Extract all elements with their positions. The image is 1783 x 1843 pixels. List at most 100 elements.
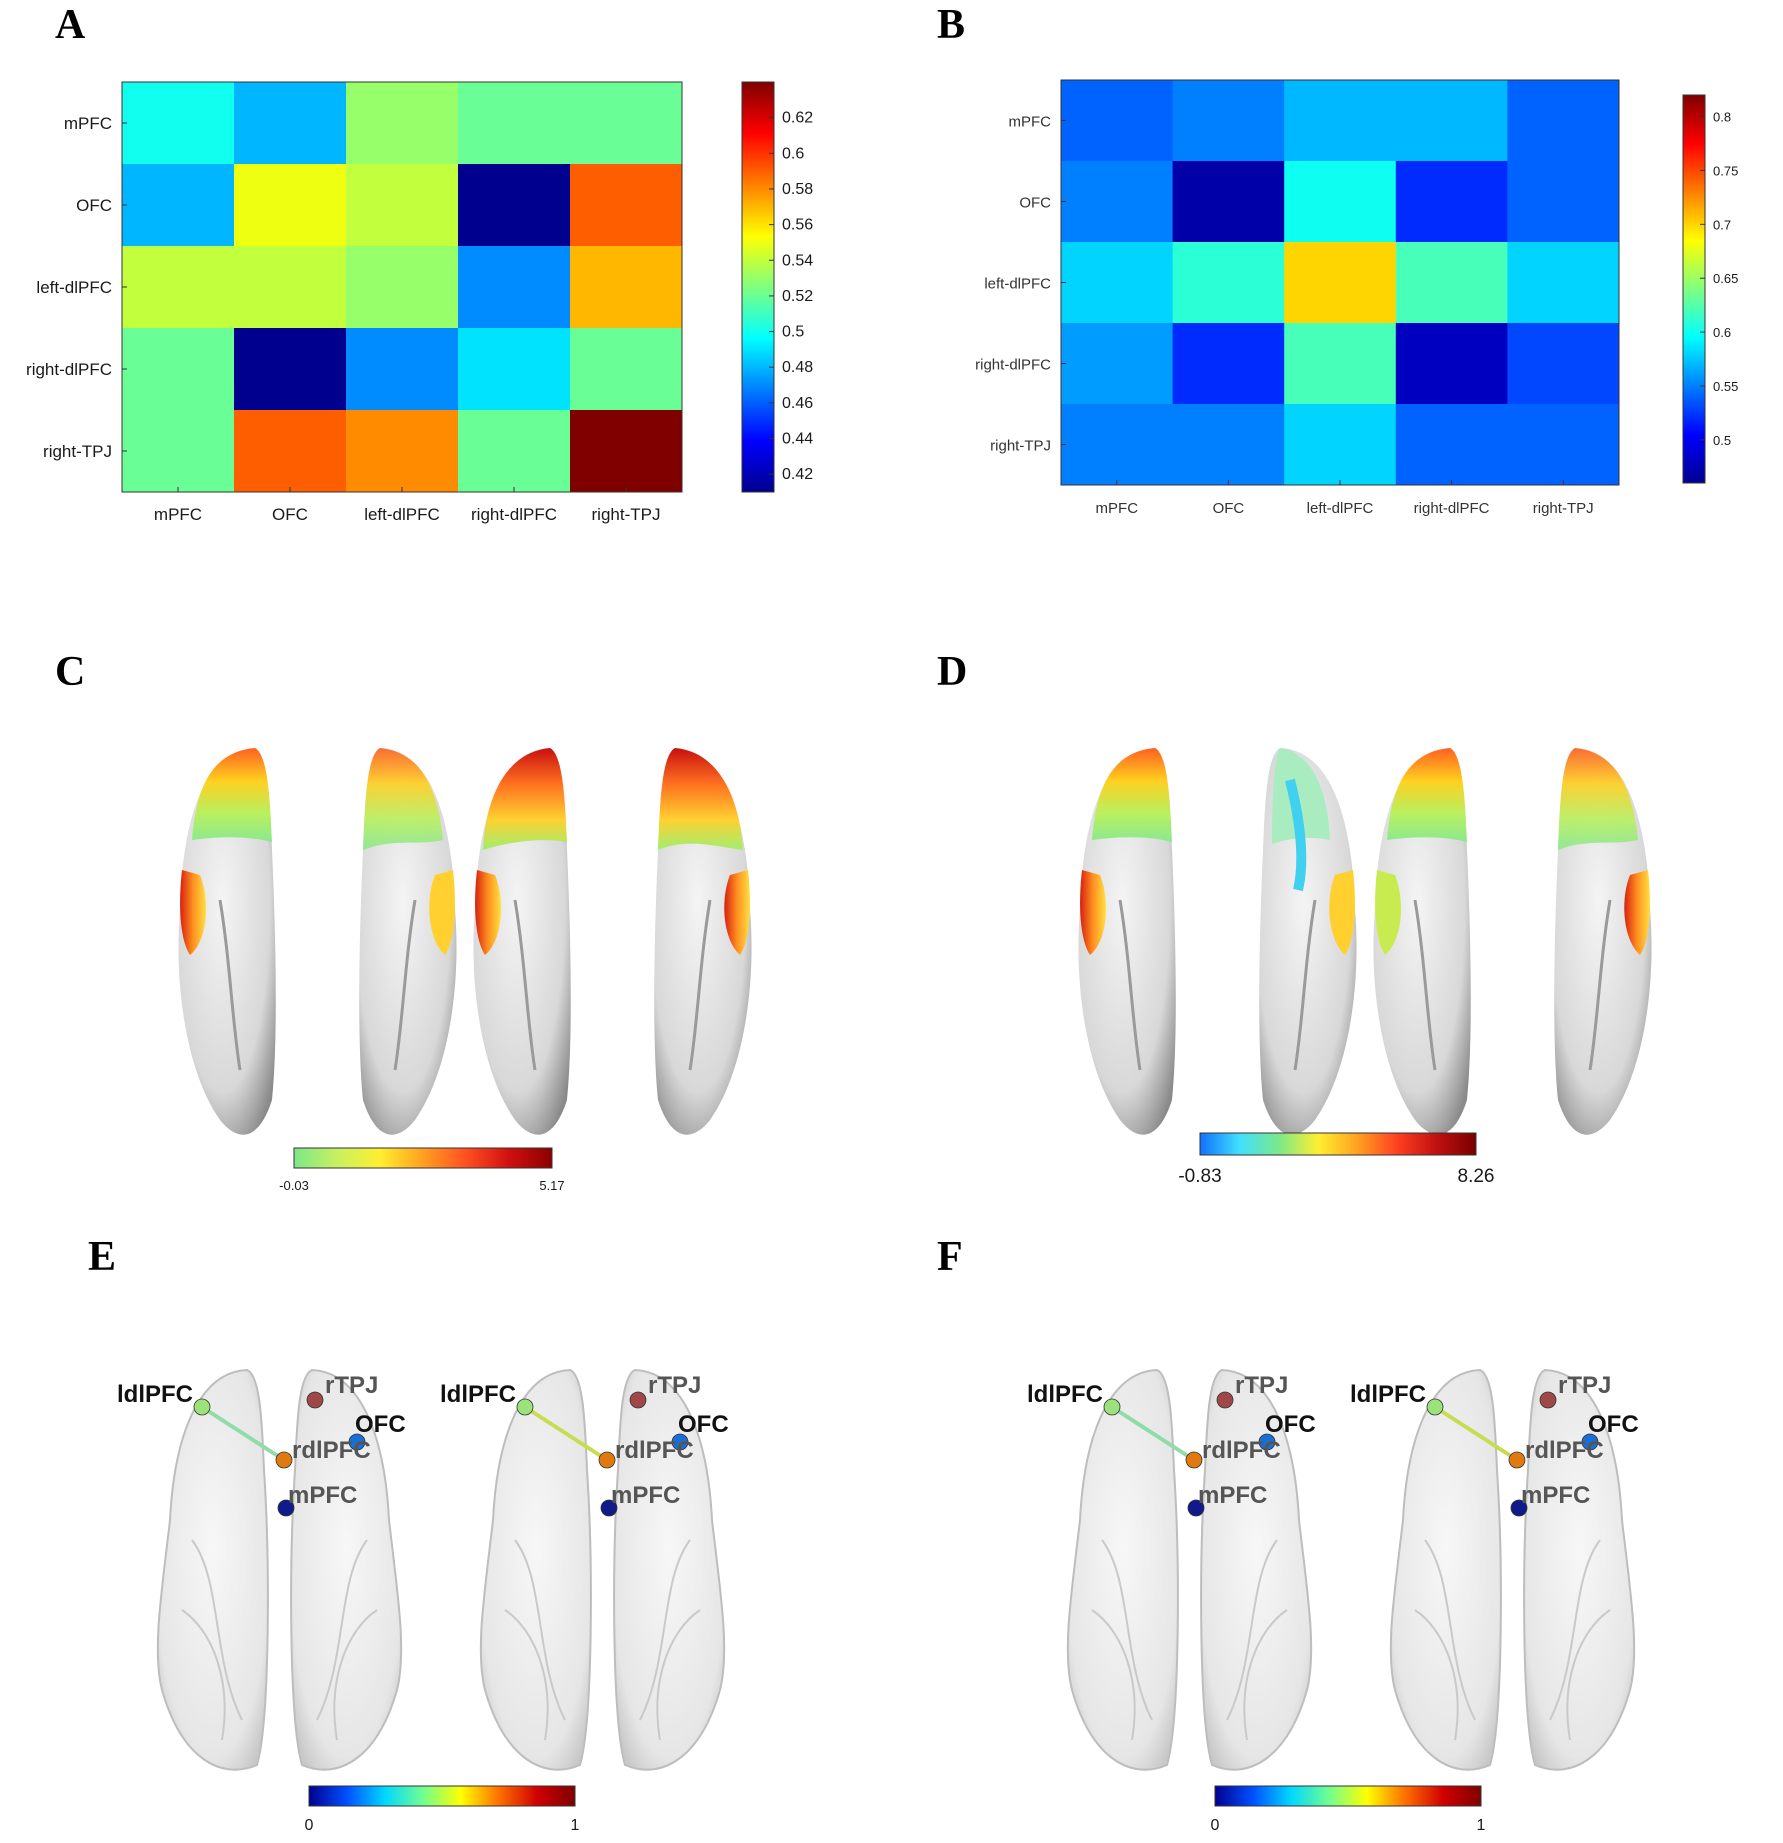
- network-node-rtpj: [1216, 1391, 1234, 1409]
- heatmap-cell: [346, 82, 459, 165]
- colorbar-tick-label: 0.7: [1713, 217, 1731, 232]
- network-node-mpfc: [277, 1499, 295, 1517]
- network-node-mpfc: [1510, 1499, 1528, 1517]
- heatmap-a: mPFCOFCleft-dlPFCright-dlPFCright-TPJmPF…: [26, 81, 683, 524]
- glass-sulcus: [639, 1539, 691, 1721]
- heatmap-cell: [458, 246, 571, 329]
- colorbar-tick-label: 0.75: [1713, 163, 1738, 178]
- row-tick-label: OFC: [1019, 195, 1051, 212]
- network-node-mpfc: [1187, 1499, 1205, 1517]
- colorbar-tick-label: 0.54: [782, 252, 813, 269]
- glass-sulcus: [1414, 1609, 1459, 1741]
- network-node-label: OFC: [1265, 1411, 1316, 1438]
- colorbar-gradient: [741, 81, 775, 493]
- network-node-label: rdlPFC: [1202, 1437, 1281, 1464]
- glass-hemisphere-left: [1066, 1368, 1179, 1771]
- network-node-rdlpfc: [598, 1451, 616, 1469]
- colorbar-d-min: -0.83: [1178, 1166, 1221, 1187]
- glass-hemisphere-right: [613, 1368, 726, 1771]
- colorbar-f-min: 0: [1211, 1817, 1220, 1834]
- col-tick-label: mPFC: [1096, 500, 1139, 517]
- heatmap-cell: [1172, 404, 1285, 486]
- network-node-label: OFC: [1588, 1411, 1639, 1438]
- heatmap-cell: [1507, 80, 1620, 162]
- heatmap-cell: [1395, 80, 1508, 162]
- heatmap-cell: [570, 410, 683, 493]
- row-tick-label: mPFC: [1009, 114, 1052, 131]
- network-node-label: mPFC: [611, 1482, 680, 1509]
- network-node-mpfc: [600, 1499, 618, 1517]
- network-node-label: ldlPFC: [117, 1381, 193, 1408]
- row-tick-label: right-TPJ: [43, 442, 112, 461]
- network-node-ldlpfc: [516, 1398, 534, 1416]
- row-tick-label: right-dlPFC: [975, 357, 1051, 374]
- network-node-label: mPFC: [288, 1482, 357, 1509]
- heatmap-cell: [234, 82, 347, 165]
- heatmap-cell: [1507, 242, 1620, 324]
- colorbar-tick-label: 0.8: [1713, 110, 1731, 125]
- col-tick-label: right-dlPFC: [1414, 500, 1490, 517]
- heatmap-cell: [1395, 323, 1508, 405]
- colorbar-tick-label: 0.56: [782, 217, 813, 234]
- network-edge: [200, 1405, 286, 1462]
- network-node-label: rdlPFC: [292, 1437, 371, 1464]
- heatmap-cell: [1061, 323, 1174, 405]
- network-edge: [1110, 1405, 1196, 1462]
- heatmap-cell: [570, 164, 683, 247]
- heatmap-cell: [1172, 242, 1285, 324]
- heatmap-cell: [122, 82, 235, 165]
- network-node-ofc: [1581, 1433, 1599, 1451]
- col-tick-label: right-TPJ: [592, 505, 661, 524]
- heatmap-cell: [1284, 404, 1397, 486]
- heatmap-cell: [458, 164, 571, 247]
- row-tick-label: left-dlPFC: [984, 276, 1051, 293]
- colorbar-tick-label: 0.42: [782, 466, 813, 483]
- colorbar-e-max: 1: [571, 1817, 580, 1834]
- brain-render-d-left: [1078, 748, 1357, 1135]
- network-node-ldlpfc: [1426, 1398, 1444, 1416]
- glass-sulcus: [1091, 1609, 1136, 1741]
- network-node-rtpj: [629, 1391, 647, 1409]
- row-tick-label: right-dlPFC: [26, 360, 112, 379]
- heatmap-cell: [1507, 404, 1620, 486]
- colorbar-tick-label: 0.6: [1713, 325, 1731, 340]
- heatmap-cell: [122, 410, 235, 493]
- colorbar-tick-label: 0.58: [782, 181, 813, 198]
- network-node-ofc: [1258, 1433, 1276, 1451]
- network-node-ofc: [348, 1433, 366, 1451]
- colorbar-c: -0.03 5.17: [279, 1147, 565, 1193]
- network-node-ldlpfc: [1103, 1398, 1121, 1416]
- glass-hemisphere-right: [1200, 1368, 1313, 1771]
- col-tick-label: OFC: [1213, 500, 1245, 517]
- heatmap-cell: [1061, 404, 1174, 486]
- heatmap-cell: [458, 328, 571, 411]
- heatmap-cell: [1507, 323, 1620, 405]
- heatmap-cell: [1284, 323, 1397, 405]
- col-tick-label: right-dlPFC: [471, 505, 557, 524]
- heatmap-cell: [1395, 242, 1508, 324]
- network-node-ldlpfc: [193, 1398, 211, 1416]
- colorbar-tick-label: 0.46: [782, 395, 813, 412]
- glass-sulcus: [504, 1609, 549, 1741]
- colorbar-tick-label: 0.48: [782, 359, 813, 376]
- row-tick-label: right-TPJ: [990, 438, 1051, 455]
- heatmap-cell: [1395, 161, 1508, 243]
- glass-sulcus: [181, 1609, 226, 1741]
- network-node-label: mPFC: [1521, 1482, 1590, 1509]
- glass-hemisphere-left: [156, 1368, 269, 1771]
- colorbar-e-min: 0: [305, 1817, 314, 1834]
- col-tick-label: left-dlPFC: [364, 505, 440, 524]
- row-tick-label: mPFC: [64, 114, 112, 133]
- network-node-ofc: [671, 1433, 689, 1451]
- heatmap-cell: [122, 246, 235, 329]
- network-node-rdlpfc: [275, 1451, 293, 1469]
- colorbar-tick-label: 0.52: [782, 288, 813, 305]
- network-node-label: ldlPFC: [1027, 1381, 1103, 1408]
- glass-sulcus: [1101, 1539, 1153, 1721]
- col-tick-label: mPFC: [154, 505, 202, 524]
- network-node-label: rTPJ: [648, 1372, 701, 1399]
- colorbar-tick-label: 0.6: [782, 145, 804, 162]
- network-node-label: rTPJ: [1558, 1372, 1611, 1399]
- heatmap-cell: [346, 164, 459, 247]
